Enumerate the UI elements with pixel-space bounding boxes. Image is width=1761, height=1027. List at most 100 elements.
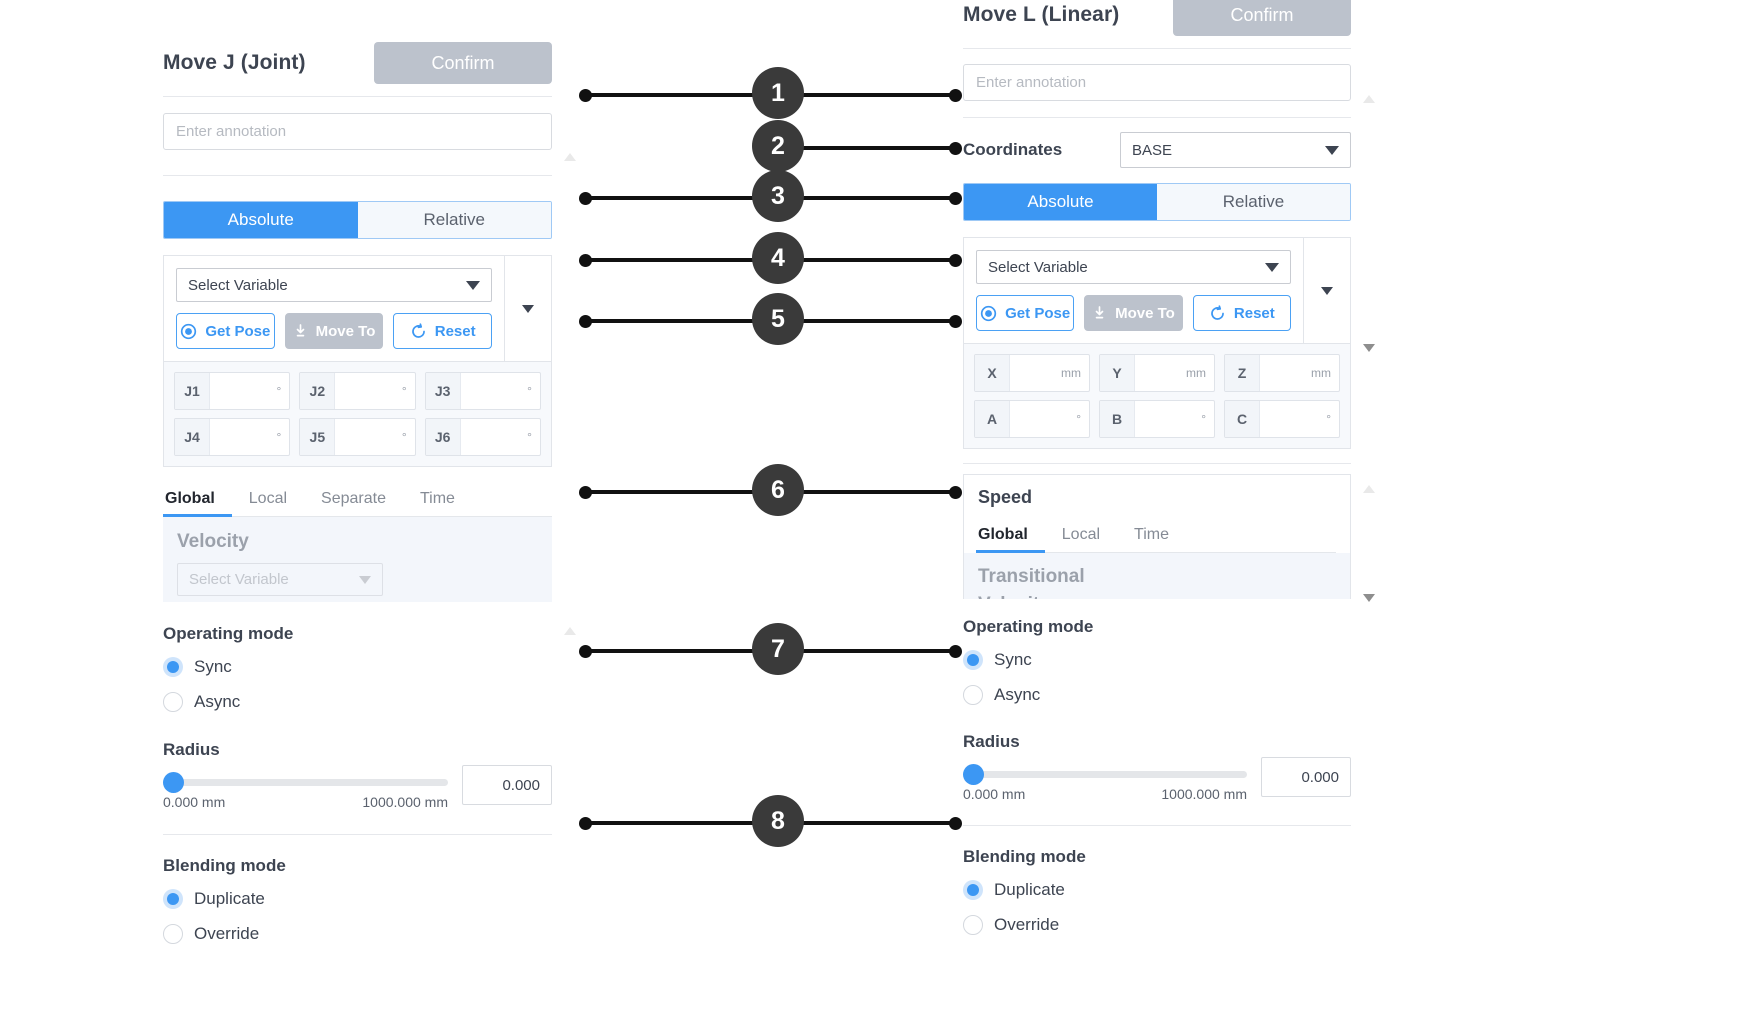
joint-field-j2-value[interactable] [335,373,402,409]
pose-field-c[interactable]: C ° [1224,400,1340,438]
divider [963,463,1351,464]
joint-field-j5[interactable]: J5 ° [299,418,416,456]
move-j-header: Move J (Joint) Confirm [163,40,552,86]
pose-field-b[interactable]: B ° [1099,400,1215,438]
tab-global[interactable]: Global [163,482,232,517]
pose-field-c-value[interactable] [1260,401,1326,437]
tab-time[interactable]: Time [419,490,455,507]
pose-field-z[interactable]: Z mm [1224,354,1340,392]
chevron-down-icon [522,304,534,313]
joint-field-j3[interactable]: J3 ° [424,372,541,410]
move-l-move-to-button[interactable]: Move To [1084,295,1183,331]
move-j-operating-mode-sync[interactable]: Sync [163,657,552,677]
move-l-blending-mode: Blending mode Duplicate Override [963,847,1351,935]
move-l-mode-toggle[interactable]: Absolute Relative [963,183,1351,221]
move-l-variable-select[interactable]: Select Variable [976,250,1291,284]
pose-field-y-value[interactable] [1135,355,1186,391]
move-l-expand-toggle[interactable] [1303,238,1350,343]
tab-time[interactable]: Time [1134,526,1169,543]
move-l-get-pose-button[interactable]: Get Pose [976,295,1075,331]
move-l-tab-absolute[interactable]: Absolute [964,184,1157,220]
move-j-mode-toggle[interactable]: Absolute Relative [163,201,552,239]
move-l-operating-mode-async[interactable]: Async [963,685,1351,705]
joint-field-j4[interactable]: J4 ° [174,418,291,456]
move-j-variable-select[interactable]: Select Variable [176,268,492,302]
radio-selected-icon[interactable] [963,650,983,670]
pose-field-x-value[interactable] [1010,355,1061,391]
pose-field-a-value[interactable] [1010,401,1076,437]
move-l-scrollbar[interactable] [1359,0,1379,900]
tab-global[interactable]: Global [976,518,1045,553]
move-l-coordinates-select[interactable]: BASE [1120,132,1351,168]
radio-selected-icon[interactable] [163,657,183,677]
scrollbar-thumb-top[interactable] [1359,0,1379,52]
joint-field-j3-value[interactable] [461,373,528,409]
move-j-velocity-tabs[interactable]: Global Local Separate Time [163,482,552,517]
move-j-blending-override[interactable]: Override [163,924,552,944]
move-j-move-to-button[interactable]: Move To [284,313,384,349]
scrollbar-track-lower[interactable] [560,828,580,870]
tab-local[interactable]: Local [1061,526,1101,543]
move-j-blending-duplicate[interactable]: Duplicate [163,889,552,909]
move-j-get-pose-button[interactable]: Get Pose [176,313,275,349]
move-l-radius-value-input[interactable]: 0.000 [1261,757,1351,797]
scrollbar-thumb-upper[interactable] [1359,82,1379,367]
scrollbar-thumb-middle[interactable] [560,408,580,466]
move-l-blending-duplicate[interactable]: Duplicate [963,880,1351,900]
scrollbar-track-upper[interactable] [560,240,580,344]
move-l-confirm-button[interactable]: Confirm [1173,0,1351,36]
move-l-blending-override[interactable]: Override [963,915,1351,935]
move-j-annotation-input[interactable] [163,113,552,150]
joint-field-j5-value[interactable] [335,419,402,455]
joint-field-j4-value[interactable] [210,419,277,455]
pose-field-b-value[interactable] [1135,401,1201,437]
move-l-operating-mode-sync[interactable]: Sync [963,650,1351,670]
velocity-variable-select[interactable]: Select Variable [177,563,383,596]
scrollbar-thumb-lower[interactable] [560,580,580,700]
move-j-radius-value-input[interactable]: 0.000 [462,765,552,805]
tab-local[interactable]: Local [248,490,288,507]
joint-field-j2[interactable]: J2 ° [299,372,416,410]
pose-field-z-value[interactable] [1260,355,1311,391]
scroll-down-arrow-icon[interactable] [1363,594,1375,602]
radio-selected-icon[interactable] [963,880,983,900]
move-l-speed-tabs[interactable]: Global Local Time [976,518,1336,553]
move-l-reset-button[interactable]: Reset [1192,295,1291,331]
scrollbar-thumb-upper[interactable] [560,88,580,240]
scrollbar-thumb-bottom[interactable] [560,870,580,898]
scroll-up-arrow-icon[interactable] [1363,485,1375,493]
move-l-radius-slider-knob[interactable] [963,764,984,785]
radio-unselected-icon[interactable] [963,915,983,935]
move-l-annotation-input[interactable] [963,64,1351,101]
radio-selected-icon[interactable] [163,889,183,909]
move-j-tab-relative[interactable]: Relative [357,202,551,238]
scrollbar-track-middle[interactable] [560,514,580,580]
joint-field-j1[interactable]: J1 ° [174,372,291,410]
move-j-tab-absolute[interactable]: Absolute [164,202,358,238]
move-l-radius-slider-track[interactable] [963,764,1247,785]
tab-separate[interactable]: Separate [321,490,386,507]
pose-field-a[interactable]: A ° [974,400,1090,438]
joint-field-j6[interactable]: J6 ° [424,418,541,456]
scroll-down-arrow-icon[interactable] [1363,344,1375,352]
move-j-operating-mode-async[interactable]: Async [163,692,552,712]
move-l-tab-relative[interactable]: Relative [1157,184,1350,220]
move-j-variable-card: Select Variable Get Pose [163,255,552,361]
scroll-up-arrow-icon[interactable] [564,627,576,635]
scroll-up-arrow-icon[interactable] [1363,95,1375,103]
pose-field-y[interactable]: Y mm [1099,354,1215,392]
scroll-up-arrow-icon[interactable] [564,153,576,161]
move-j-radius-slider-knob[interactable] [163,772,184,793]
move-j-expand-toggle[interactable] [504,256,551,361]
scrollbar-thumb-lower[interactable] [1359,472,1379,617]
radio-unselected-icon[interactable] [163,692,183,712]
radio-unselected-icon[interactable] [963,685,983,705]
move-j-confirm-button[interactable]: Confirm [374,42,552,84]
move-j-reset-button[interactable]: Reset [393,313,493,349]
radio-unselected-icon[interactable] [163,924,183,944]
joint-field-j1-value[interactable] [210,373,277,409]
pose-field-x[interactable]: X mm [974,354,1090,392]
joint-field-j6-value[interactable] [461,419,528,455]
move-j-scrollbar[interactable] [560,88,580,898]
move-j-radius-slider-track[interactable] [163,772,448,793]
